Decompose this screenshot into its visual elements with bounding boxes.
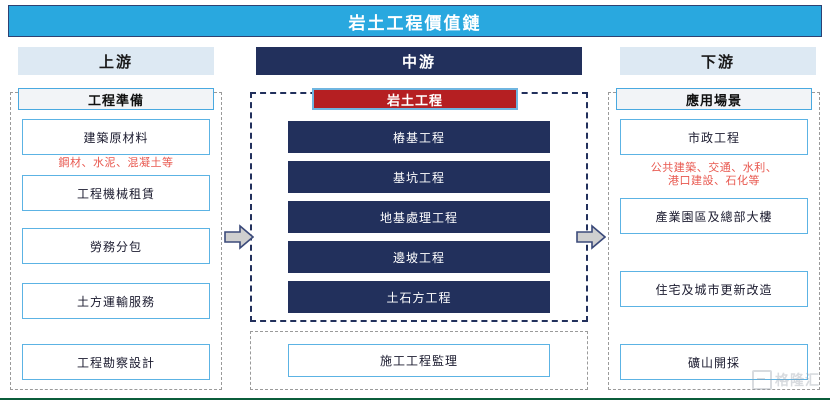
- diagram-title: 岩土工程價值鏈: [8, 5, 822, 37]
- stage-header-upstream: 上游: [18, 47, 214, 75]
- midstream-support-container: [250, 331, 588, 390]
- upstream-section-label: 工程準備: [18, 88, 214, 110]
- upstream-item[interactable]: 土方運輸服務: [22, 283, 210, 319]
- downstream-item[interactable]: 市政工程: [620, 119, 808, 155]
- downstream-item[interactable]: 產業園區及總部大樓: [620, 198, 808, 234]
- downstream-section-label: 應用場景: [616, 88, 812, 110]
- midstream-supervision-item[interactable]: 施工工程監理: [288, 344, 550, 377]
- downstream-item[interactable]: 住宅及城市更新改造: [620, 271, 808, 307]
- downstream-note: 公共建築、交通、水利、 港口建設、石化等: [620, 162, 808, 188]
- midstream-section-label: 岩土工程: [312, 88, 518, 110]
- upstream-item[interactable]: 建築原材料: [22, 119, 210, 155]
- downstream-note-line-1: 公共建築、交通、水利、: [650, 162, 778, 174]
- midstream-item[interactable]: 土石方工程: [288, 281, 550, 313]
- stage-header-downstream: 下游: [620, 47, 816, 75]
- watermark-text: 格隆汇: [775, 372, 820, 388]
- watermark-logo-icon: [752, 370, 772, 390]
- midstream-item[interactable]: 邊坡工程: [288, 241, 550, 273]
- downstream-note-line-2: 港口建設、石化等: [668, 175, 760, 187]
- watermark: 格隆汇: [752, 370, 820, 390]
- downstream-item[interactable]: 礦山開採: [620, 344, 808, 380]
- stage-header-midstream: 中游: [256, 47, 582, 75]
- midstream-item[interactable]: 地基處理工程: [288, 201, 550, 233]
- upstream-item[interactable]: 工程機械租賃: [22, 175, 210, 211]
- midstream-item[interactable]: 基坑工程: [288, 161, 550, 193]
- arrow-right-icon-upstream-to-midstream: [224, 224, 254, 250]
- upstream-item[interactable]: 勞務分包: [22, 228, 210, 264]
- upstream-note: 鋼材、水泥、混凝土等: [58, 157, 174, 169]
- midstream-item[interactable]: 樁基工程: [288, 121, 550, 153]
- arrow-right-icon-midstream-to-downstream: [576, 224, 606, 250]
- upstream-item[interactable]: 工程勘察設計: [22, 344, 210, 380]
